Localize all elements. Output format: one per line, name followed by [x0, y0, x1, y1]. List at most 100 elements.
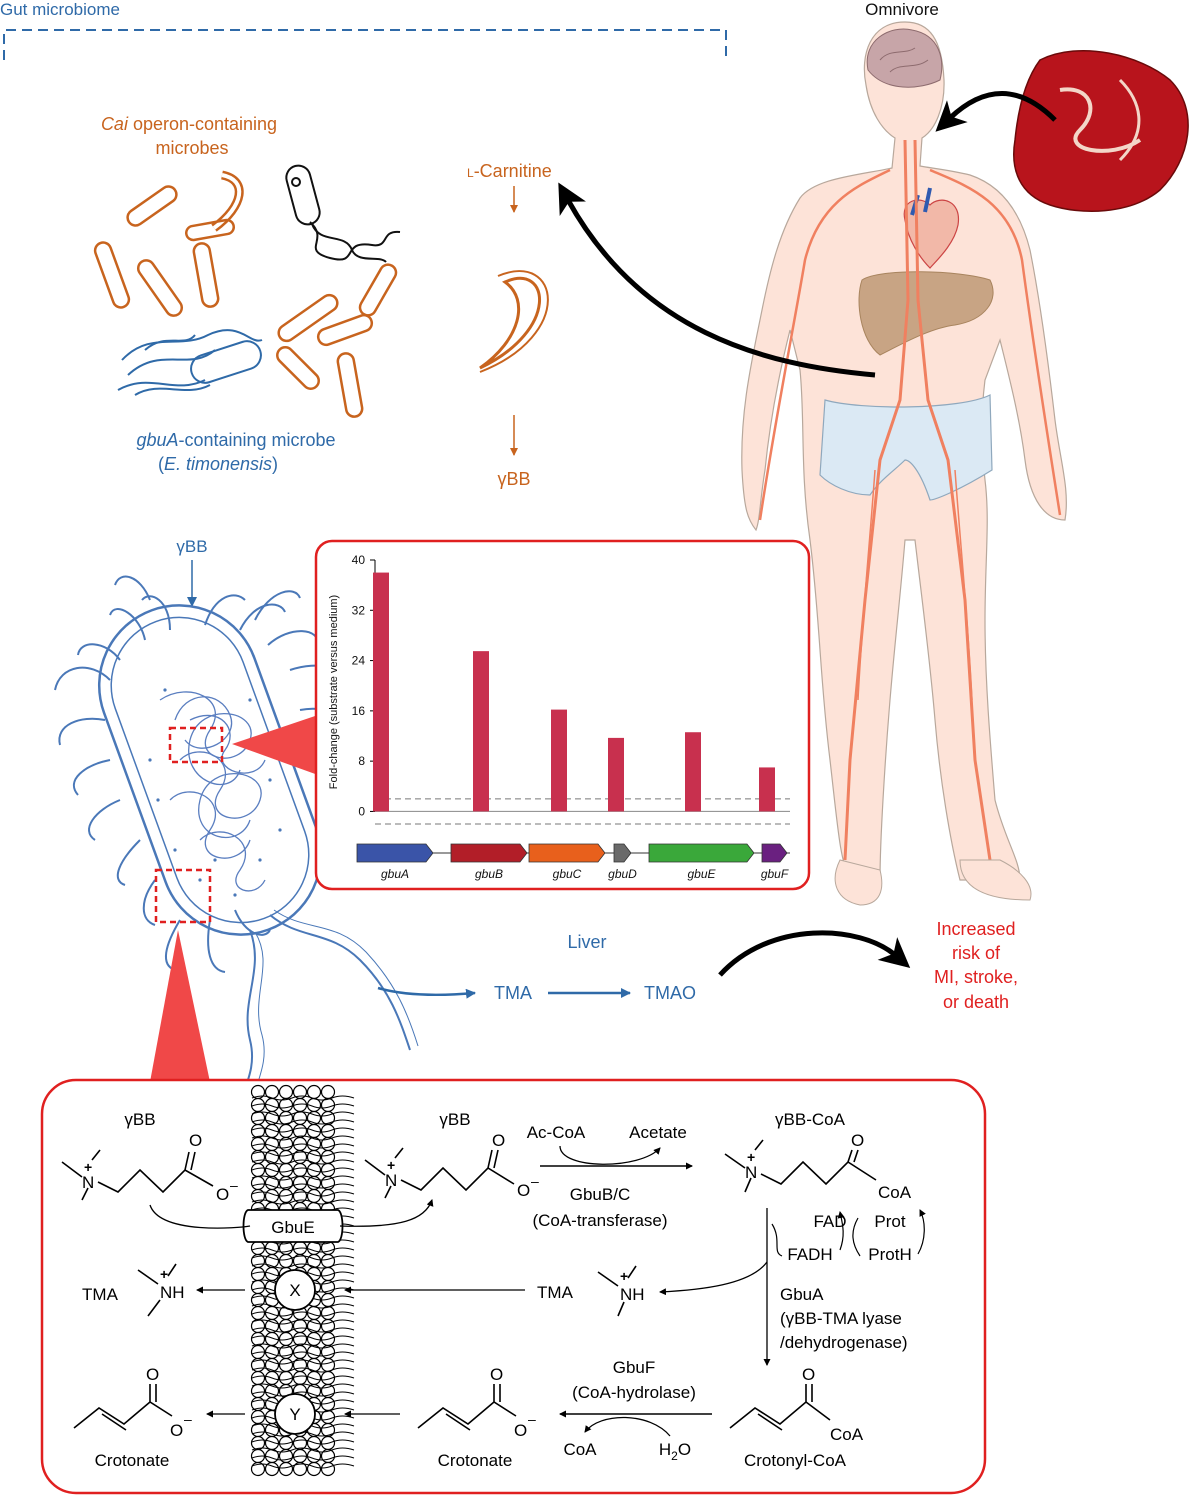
y-tick-label: 40: [352, 553, 366, 567]
svg-text:NH: NH: [620, 1285, 645, 1304]
svg-text:Increased: Increased: [936, 919, 1015, 939]
gbb-orange-label: γBB: [497, 469, 530, 489]
hydrolysis-arc: [584, 1416, 671, 1437]
svg-text:O: O: [146, 1365, 159, 1384]
gbua-label: GbuA: [780, 1285, 824, 1304]
tma-mid-label: TMA: [537, 1283, 574, 1302]
gbua-desc-line1: (γBB-TMA lyase: [780, 1309, 902, 1328]
svg-text:NH: NH: [160, 1283, 185, 1302]
svg-text:–: –: [531, 1173, 539, 1189]
gene-arrow-gbuE: [648, 843, 755, 863]
coa-hydrolase-label: (CoA-hydrolase): [572, 1383, 696, 1402]
svg-text:CoA: CoA: [878, 1183, 912, 1202]
gbuf-label: GbuF: [613, 1358, 656, 1377]
human-to-carnitine-arrow: [558, 182, 876, 378]
crescent-microbe: [479, 270, 549, 373]
svg-text:O: O: [851, 1131, 864, 1150]
svg-text:–: –: [230, 1177, 238, 1193]
svg-text:MI, stroke,: MI, stroke,: [934, 967, 1018, 987]
gbue-label: GbuE: [271, 1218, 314, 1237]
x-label: X: [289, 1281, 300, 1300]
gbb-blue-label: γBB: [176, 537, 207, 556]
svg-text:O: O: [492, 1131, 505, 1150]
svg-text:O: O: [517, 1181, 530, 1200]
crotonate-left-label: Crotonate: [95, 1451, 170, 1470]
transporter-y: Y: [274, 1393, 316, 1435]
human-body: [741, 21, 1067, 906]
risk-label: Increased risk of MI, stroke, or death: [934, 919, 1018, 1012]
gut-microbiome-header: Gut microbiome: [0, 0, 727, 60]
crotonate-left-molecule: O O – Crotonate: [73, 1365, 192, 1470]
tma-release-arrow: [659, 1261, 768, 1296]
bar-gbuE: [685, 732, 701, 812]
transporter-gbue: GbuE: [242, 1209, 344, 1243]
gbb-coa-molecule: γBB-CoA N + O CoA: [724, 1110, 912, 1202]
bar-gbuC: [551, 709, 567, 812]
omnivore-label: Omnivore: [865, 0, 939, 19]
gbua-microbe-label: gbuA-containing microbe: [136, 430, 335, 450]
gbb-left-molecule: γBB N + O – O: [61, 1110, 238, 1204]
gene-arrow-gbuA: [356, 843, 434, 863]
gbua-microbe: [117, 329, 263, 396]
tma-left-label: TMA: [82, 1285, 119, 1304]
gbb-mid-label: γBB: [439, 1110, 470, 1129]
gut-microbiome-label: Gut microbiome: [0, 0, 120, 19]
svg-text:O: O: [170, 1421, 183, 1440]
cai-microbes-label-line1: Cai operon-containing: [101, 114, 277, 134]
acetyl-transfer-arc: [559, 1145, 661, 1165]
ac-coa-label: Ac-CoA: [527, 1123, 586, 1142]
tmao-label: TMAO: [644, 983, 696, 1003]
y-tick-label: 8: [358, 754, 365, 768]
bacteria-to-tma-arrow: [377, 986, 476, 999]
gene-arrow-gbuD: [613, 843, 632, 863]
coa-transferase-label: (CoA-transferase): [532, 1211, 667, 1230]
bacterium-cell: [54, 575, 419, 1131]
etimonensis-label: (E. timonensis): [158, 454, 278, 474]
cai-microbes-cluster: [93, 170, 398, 418]
svg-text:O: O: [216, 1185, 229, 1204]
tma-left-molecule: TMA NH +: [82, 1263, 185, 1317]
gene-arrow-gbuC: [528, 843, 606, 863]
flagellated-microbe: [285, 164, 401, 263]
svg-text:+: +: [160, 1266, 168, 1282]
gut-microbiome-bracket: [3, 29, 727, 60]
svg-text:+: +: [747, 1149, 755, 1165]
crotonate-mid-label: Crotonate: [438, 1451, 513, 1470]
tmao-to-risk-arrow: [718, 930, 911, 977]
tma-mid-molecule: NH +: [597, 1265, 645, 1317]
y-tick-label: 16: [352, 704, 366, 718]
svg-text:+: +: [620, 1268, 628, 1284]
gbb-transport-arc-out: [339, 1199, 434, 1227]
fad-cycle: [771, 1212, 843, 1257]
svg-text:–: –: [184, 1411, 192, 1427]
l-carnitine-label: L-Carnitine: [467, 161, 552, 181]
gene-label-gbuE: gbuE: [687, 867, 716, 881]
svg-text:O: O: [802, 1365, 815, 1384]
svg-text:O: O: [189, 1131, 202, 1150]
genome-zoom-wedge: [232, 715, 318, 775]
bar-gbuF: [759, 767, 775, 812]
y-label: Y: [289, 1405, 300, 1424]
svg-text:N: N: [385, 1171, 397, 1190]
membrane-zoom-box: [154, 868, 212, 924]
svg-text:O: O: [490, 1365, 503, 1384]
cai-microbes-label-line2: microbes: [155, 138, 228, 158]
liver-label: Liver: [567, 932, 606, 952]
fadh-label: FADH: [787, 1245, 832, 1264]
steak-meat: [1013, 50, 1189, 212]
gbb-mid-molecule: γBB N + O – O: [364, 1110, 539, 1200]
svg-text:CoA: CoA: [830, 1425, 864, 1444]
genome-zoom-box: [168, 726, 224, 764]
gbb-transport-arc-in: [149, 1204, 251, 1229]
reference-lines: [375, 798, 790, 825]
y-tick-label: 32: [352, 603, 366, 617]
bars: [373, 572, 775, 812]
meat-to-human-arrow: [935, 91, 1057, 132]
gene-label-gbuA: gbuA: [381, 867, 409, 881]
y-axis-label: Fold-change (substrate versus medium): [328, 595, 340, 789]
gbb-left-label: γBB: [124, 1110, 155, 1129]
bar-gbuA: [373, 572, 389, 812]
acetate-label: Acetate: [629, 1123, 687, 1142]
svg-text:N: N: [745, 1163, 757, 1182]
